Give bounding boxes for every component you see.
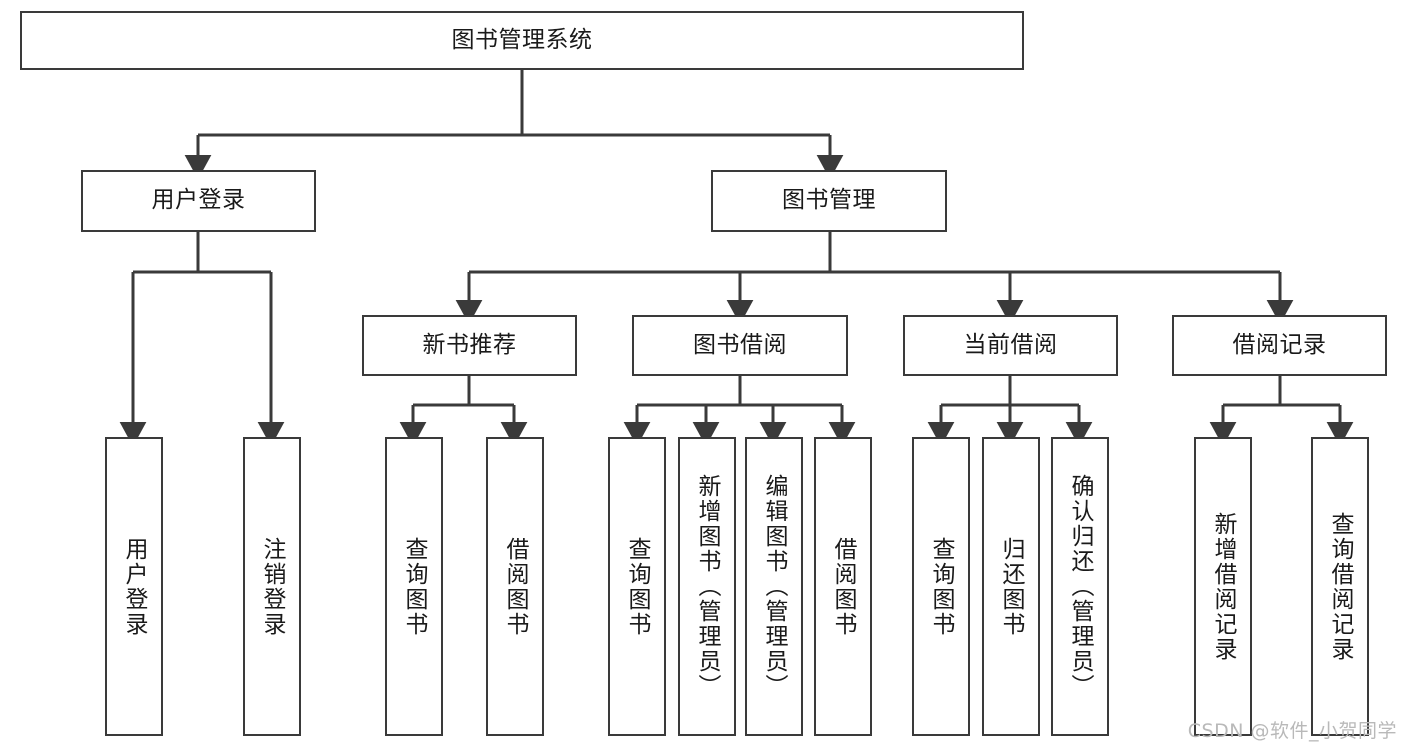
node-current-borrow-label: 当前借阅 bbox=[963, 331, 1058, 358]
node-leaf-logout-login[interactable]: 注销登录 bbox=[243, 437, 301, 736]
node-leaf-add-record[interactable]: 新增借阅记录 bbox=[1194, 437, 1252, 736]
node-leaf-add-book-label: 新增图书（管理员） bbox=[694, 474, 721, 699]
node-leaf-query-book-1-label: 查询图书 bbox=[401, 536, 428, 637]
node-root-label: 图书管理系统 bbox=[451, 26, 593, 53]
node-leaf-add-record-label: 新增借阅记录 bbox=[1210, 511, 1237, 662]
node-leaf-borrow-book-2[interactable]: 借阅图书 bbox=[814, 437, 872, 736]
node-leaf-edit-book-label: 编辑图书（管理员） bbox=[761, 474, 788, 699]
node-leaf-query-book-2-label: 查询图书 bbox=[624, 536, 651, 637]
node-leaf-edit-book[interactable]: 编辑图书（管理员） bbox=[745, 437, 803, 736]
node-leaf-query-book-1[interactable]: 查询图书 bbox=[385, 437, 443, 736]
node-leaf-add-book[interactable]: 新增图书（管理员） bbox=[678, 437, 736, 736]
node-leaf-query-record-label: 查询借阅记录 bbox=[1327, 511, 1354, 662]
node-leaf-confirm-return-label: 确认归还（管理员） bbox=[1067, 474, 1094, 699]
node-user-login[interactable]: 用户登录 bbox=[81, 170, 316, 232]
node-user-login-label: 用户登录 bbox=[151, 187, 246, 214]
node-book-manage[interactable]: 图书管理 bbox=[711, 170, 947, 232]
node-leaf-query-record[interactable]: 查询借阅记录 bbox=[1311, 437, 1369, 736]
csdn-watermark: CSDN @软件_小贺同学 bbox=[1187, 720, 1397, 742]
node-leaf-query-book-3[interactable]: 查询图书 bbox=[912, 437, 970, 736]
node-leaf-logout-login-label: 注销登录 bbox=[259, 536, 286, 637]
node-leaf-confirm-return[interactable]: 确认归还（管理员） bbox=[1051, 437, 1109, 736]
node-book-borrow-label: 图书借阅 bbox=[693, 331, 787, 358]
node-leaf-borrow-book-1-label: 借阅图书 bbox=[502, 536, 529, 637]
node-leaf-query-book-3-label: 查询图书 bbox=[928, 536, 955, 637]
node-leaf-borrow-book-1[interactable]: 借阅图书 bbox=[486, 437, 544, 736]
node-borrow-record-label: 借阅记录 bbox=[1232, 331, 1327, 358]
node-new-book-recommend-label: 新书推荐 bbox=[422, 331, 517, 358]
node-leaf-return-book[interactable]: 归还图书 bbox=[982, 437, 1040, 736]
node-leaf-return-book-label: 归还图书 bbox=[998, 536, 1025, 637]
node-book-borrow[interactable]: 图书借阅 bbox=[632, 315, 848, 376]
node-leaf-user-login-label: 用户登录 bbox=[121, 536, 148, 637]
node-leaf-query-book-2[interactable]: 查询图书 bbox=[608, 437, 666, 736]
node-leaf-borrow-book-2-label: 借阅图书 bbox=[830, 536, 857, 637]
node-leaf-user-login[interactable]: 用户登录 bbox=[105, 437, 163, 736]
node-book-manage-label: 图书管理 bbox=[782, 187, 876, 214]
node-new-book-recommend[interactable]: 新书推荐 bbox=[362, 315, 577, 376]
node-root[interactable]: 图书管理系统 bbox=[20, 11, 1024, 70]
node-borrow-record[interactable]: 借阅记录 bbox=[1172, 315, 1387, 376]
node-current-borrow[interactable]: 当前借阅 bbox=[903, 315, 1118, 376]
